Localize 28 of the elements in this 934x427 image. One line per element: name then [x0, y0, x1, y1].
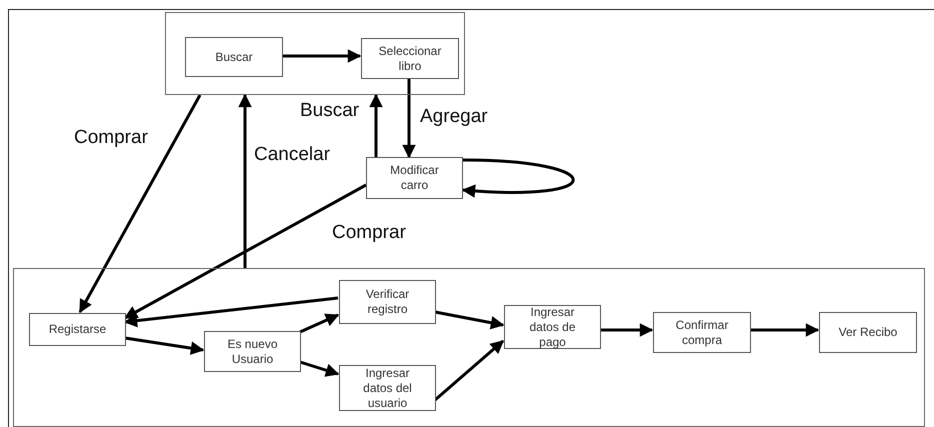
arrow [124, 336, 204, 355]
arrow [282, 49, 362, 63]
edge-label: Comprar [330, 222, 408, 244]
arrow [750, 323, 820, 337]
arrow [78, 94, 202, 314]
arrow [600, 323, 654, 337]
arrow [369, 94, 383, 157]
process-box: Es nuevo Usuario [204, 331, 301, 372]
process-box: Buscar [185, 37, 283, 77]
process-box: Ingresar datos de pago [504, 305, 601, 349]
process-box: Confirmar compra [653, 312, 751, 353]
arrow [300, 360, 340, 377]
arrow [462, 158, 574, 198]
arrow [434, 340, 504, 402]
process-box: Ver Recibo [819, 312, 917, 353]
group-frame [13, 268, 925, 427]
process-box: Ingresar datos del usuario [339, 365, 436, 411]
process-box: Seleccionar libro [361, 38, 459, 79]
group-frame [165, 12, 465, 95]
arrow [238, 94, 252, 268]
process-box: Registarse [29, 313, 126, 346]
arrow [402, 78, 416, 158]
arrow [434, 310, 504, 330]
arrow [299, 314, 340, 334]
process-box: Verificar registro [339, 280, 436, 324]
edge-label: Comprar [72, 127, 150, 149]
edge-label: Agregar [418, 106, 490, 128]
process-box: Modificar carro [366, 157, 463, 199]
